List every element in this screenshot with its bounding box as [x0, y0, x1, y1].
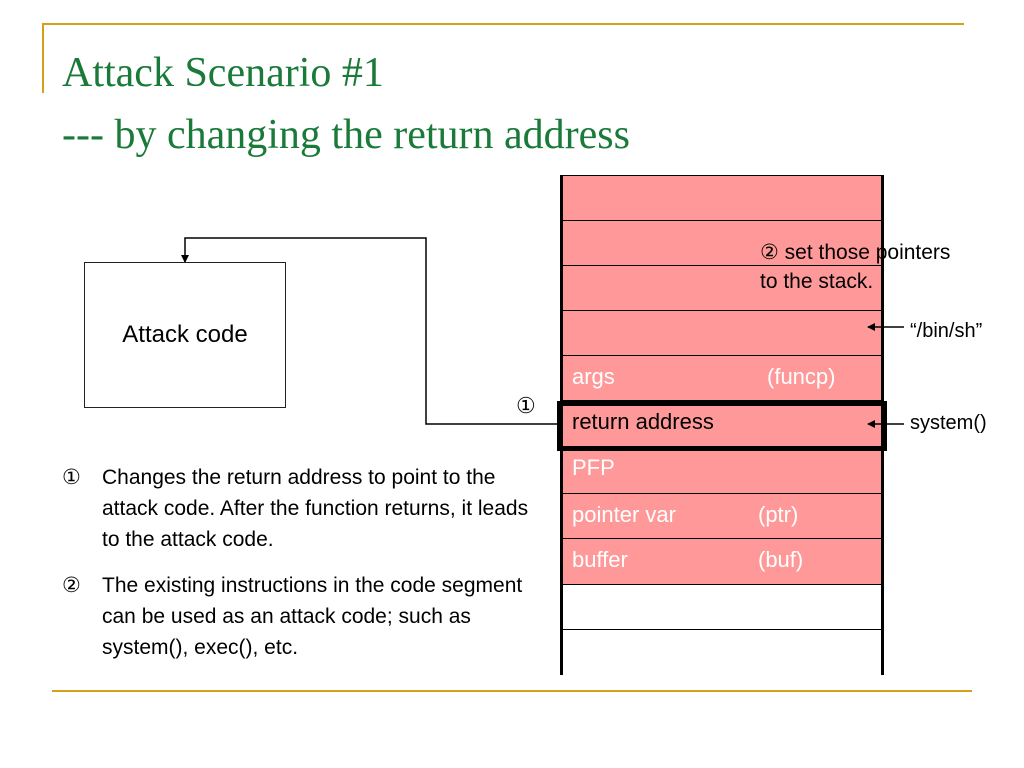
stack-cell — [560, 175, 884, 221]
frame-left-rule — [42, 23, 44, 93]
stack-cell-empty — [560, 629, 884, 675]
stack-cell-pointer-var: pointer var (ptr) — [560, 493, 884, 539]
explanation-text: Changes the return address to point to t… — [102, 466, 529, 551]
stack-cell-sublabel: (funcp) — [767, 364, 836, 389]
stack-cell-label: PFP — [572, 455, 615, 480]
stack-cell-pfp: PFP — [560, 448, 884, 494]
explanation-marker: ① — [62, 466, 81, 489]
explanation-text: The existing instructions in the code se… — [102, 574, 523, 659]
step-one-marker: ① — [516, 393, 536, 418]
slide-title: Attack Scenario #1 — [62, 50, 384, 96]
stack-cell-label: pointer var — [572, 502, 676, 527]
system-label: system() — [910, 412, 987, 434]
frame-bottom-rule — [52, 690, 972, 692]
stack-cell — [560, 220, 884, 266]
stack-cell-label: buffer — [572, 547, 628, 572]
frame-top-rule — [42, 23, 964, 25]
stack-cell-label: args — [572, 364, 615, 389]
stack-cell — [560, 310, 884, 356]
explanation-marker: ② — [62, 574, 81, 597]
pointer-note-line: ② set those pointers — [760, 241, 951, 264]
stack-diagram: args (funcp) return address PFP pointer … — [560, 175, 884, 675]
stack-cell — [560, 265, 884, 311]
stack-cell-label: return address — [572, 409, 714, 434]
binsh-label: “/bin/sh” — [910, 320, 983, 342]
pointer-note-line: to the stack. — [760, 270, 874, 293]
stack-cell-sublabel: (buf) — [758, 547, 804, 572]
slide-subtitle: --- by changing the return address — [62, 112, 630, 158]
stack-cell-return-address: return address — [560, 400, 884, 446]
return-address-highlight — [557, 401, 887, 451]
stack-cell-empty — [560, 584, 884, 630]
pointer-note: ② set those pointers to the stack. — [760, 238, 950, 296]
stack-cell-buffer: buffer (buf) — [560, 538, 884, 584]
stack-cell-args: args (funcp) — [560, 355, 884, 401]
attack-code-box: Attack code — [84, 262, 286, 408]
stack-cell-sublabel: (ptr) — [758, 502, 799, 527]
attack-code-label: Attack code — [122, 321, 248, 348]
